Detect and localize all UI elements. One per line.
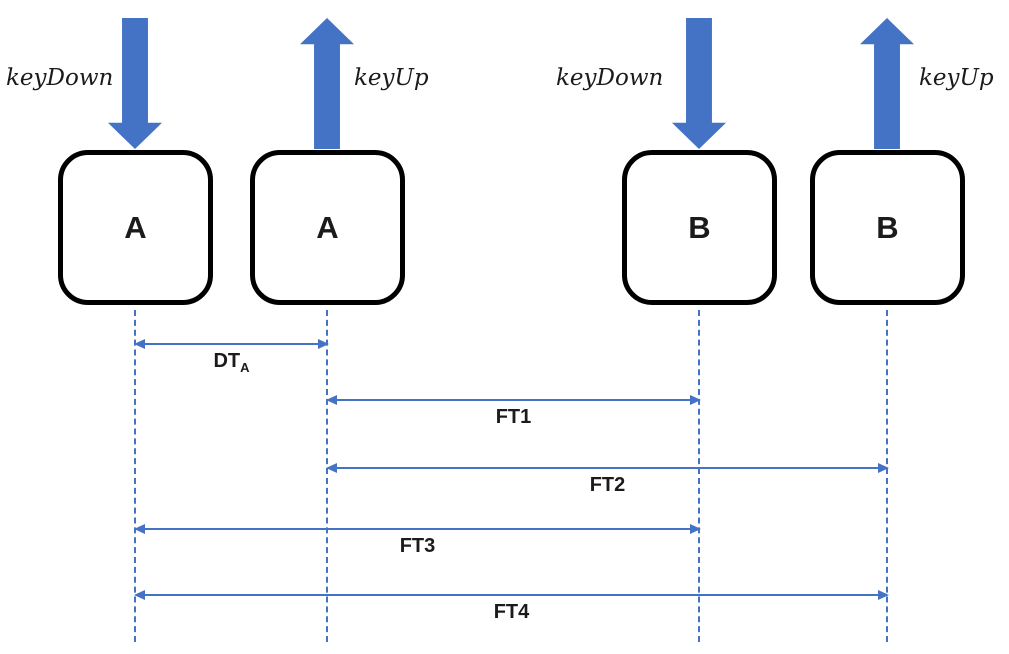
key-box-a-up: A <box>250 150 405 305</box>
measure-line <box>136 528 699 530</box>
measurement-label: FT2 <box>589 474 626 496</box>
arrowhead-left-icon <box>134 523 145 534</box>
key-letter: B <box>876 210 899 245</box>
arrowhead-right-icon <box>690 394 701 405</box>
keydown-arrow-icon <box>108 18 162 149</box>
arrowhead-right-icon <box>878 589 889 600</box>
event-label-keyup-b: keyUp <box>919 65 994 91</box>
key-letter: B <box>688 210 711 245</box>
measure-line <box>136 594 887 596</box>
dropline-a-keyup <box>326 310 328 642</box>
keydown-arrow-icon <box>672 18 726 149</box>
measure-line <box>136 343 327 345</box>
keyup-arrow-icon <box>860 18 914 149</box>
event-label-keydown-a: keyDown <box>6 65 114 91</box>
measurement-label: FT1 <box>495 406 532 428</box>
key-letter: A <box>124 210 147 245</box>
arrowhead-right-icon <box>318 338 329 349</box>
measurement-label: DTA <box>213 350 250 375</box>
event-label-keyup-a: keyUp <box>354 65 429 91</box>
dropline-b-keyup <box>886 310 888 642</box>
event-label-keydown-b: keyDown <box>556 65 664 91</box>
arrowhead-left-icon <box>134 338 145 349</box>
arrowhead-left-icon <box>326 394 337 405</box>
dropline-a-keydown <box>134 310 136 642</box>
measure-line <box>328 467 887 469</box>
measurement-label: FT4 <box>493 601 530 623</box>
arrowhead-right-icon <box>690 523 701 534</box>
dropline-b-keydown <box>698 310 700 642</box>
key-box-a-down: A <box>58 150 213 305</box>
arrowhead-left-icon <box>326 462 337 473</box>
key-letter: A <box>316 210 339 245</box>
key-box-b-up: B <box>810 150 965 305</box>
key-box-b-down: B <box>622 150 777 305</box>
arrowhead-right-icon <box>878 462 889 473</box>
arrowhead-left-icon <box>134 589 145 600</box>
measure-line <box>328 399 699 401</box>
measurement-label: FT3 <box>399 535 436 557</box>
keyup-arrow-icon <box>300 18 354 149</box>
